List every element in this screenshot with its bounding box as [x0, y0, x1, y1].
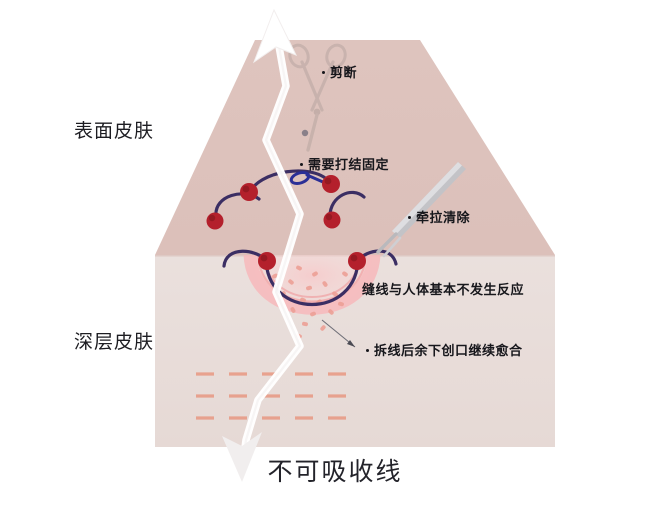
scissors-pivot-dot	[301, 129, 309, 137]
heal-leader-line	[321, 319, 356, 348]
annotation-knot-label: 需要打结固定	[308, 157, 390, 172]
annotation-react-label: 缝线与人体基本不发生反应	[362, 282, 525, 297]
healing-cells	[272, 265, 348, 339]
bullet-dot	[408, 216, 411, 220]
annotation-cut: 剪断	[322, 62, 357, 81]
annotation-heal: 拆线后余下创口继续愈合	[366, 340, 523, 359]
suture-thread	[238, 14, 304, 474]
bullet-dot	[322, 71, 325, 75]
layer-label-deep: 深层皮肤	[74, 332, 155, 353]
knot-icon	[289, 170, 325, 186]
figure-caption: 不可吸收线	[267, 458, 403, 486]
arrow-up-icon	[252, 8, 298, 64]
bullet-dot	[300, 163, 303, 167]
annotation-cut-label: 剪断	[330, 65, 358, 80]
deep-tissue-dashes	[196, 372, 346, 420]
arrow-down-icon	[222, 432, 262, 482]
annotation-heal-label: 拆线后余下创口继续愈合	[374, 343, 523, 358]
scissors-icon	[288, 43, 347, 152]
bullet-dot	[366, 349, 369, 353]
annotation-knot: 需要打结固定	[300, 154, 389, 173]
annotation-traction: 牵拉清除	[408, 207, 470, 226]
suture-nodes	[206, 175, 366, 270]
annotation-react: 缝线与人体基本不发生反应	[362, 279, 524, 298]
layer-label-surface: 表面皮肤	[74, 121, 155, 142]
annotation-traction-label: 牵拉清除	[416, 210, 471, 225]
